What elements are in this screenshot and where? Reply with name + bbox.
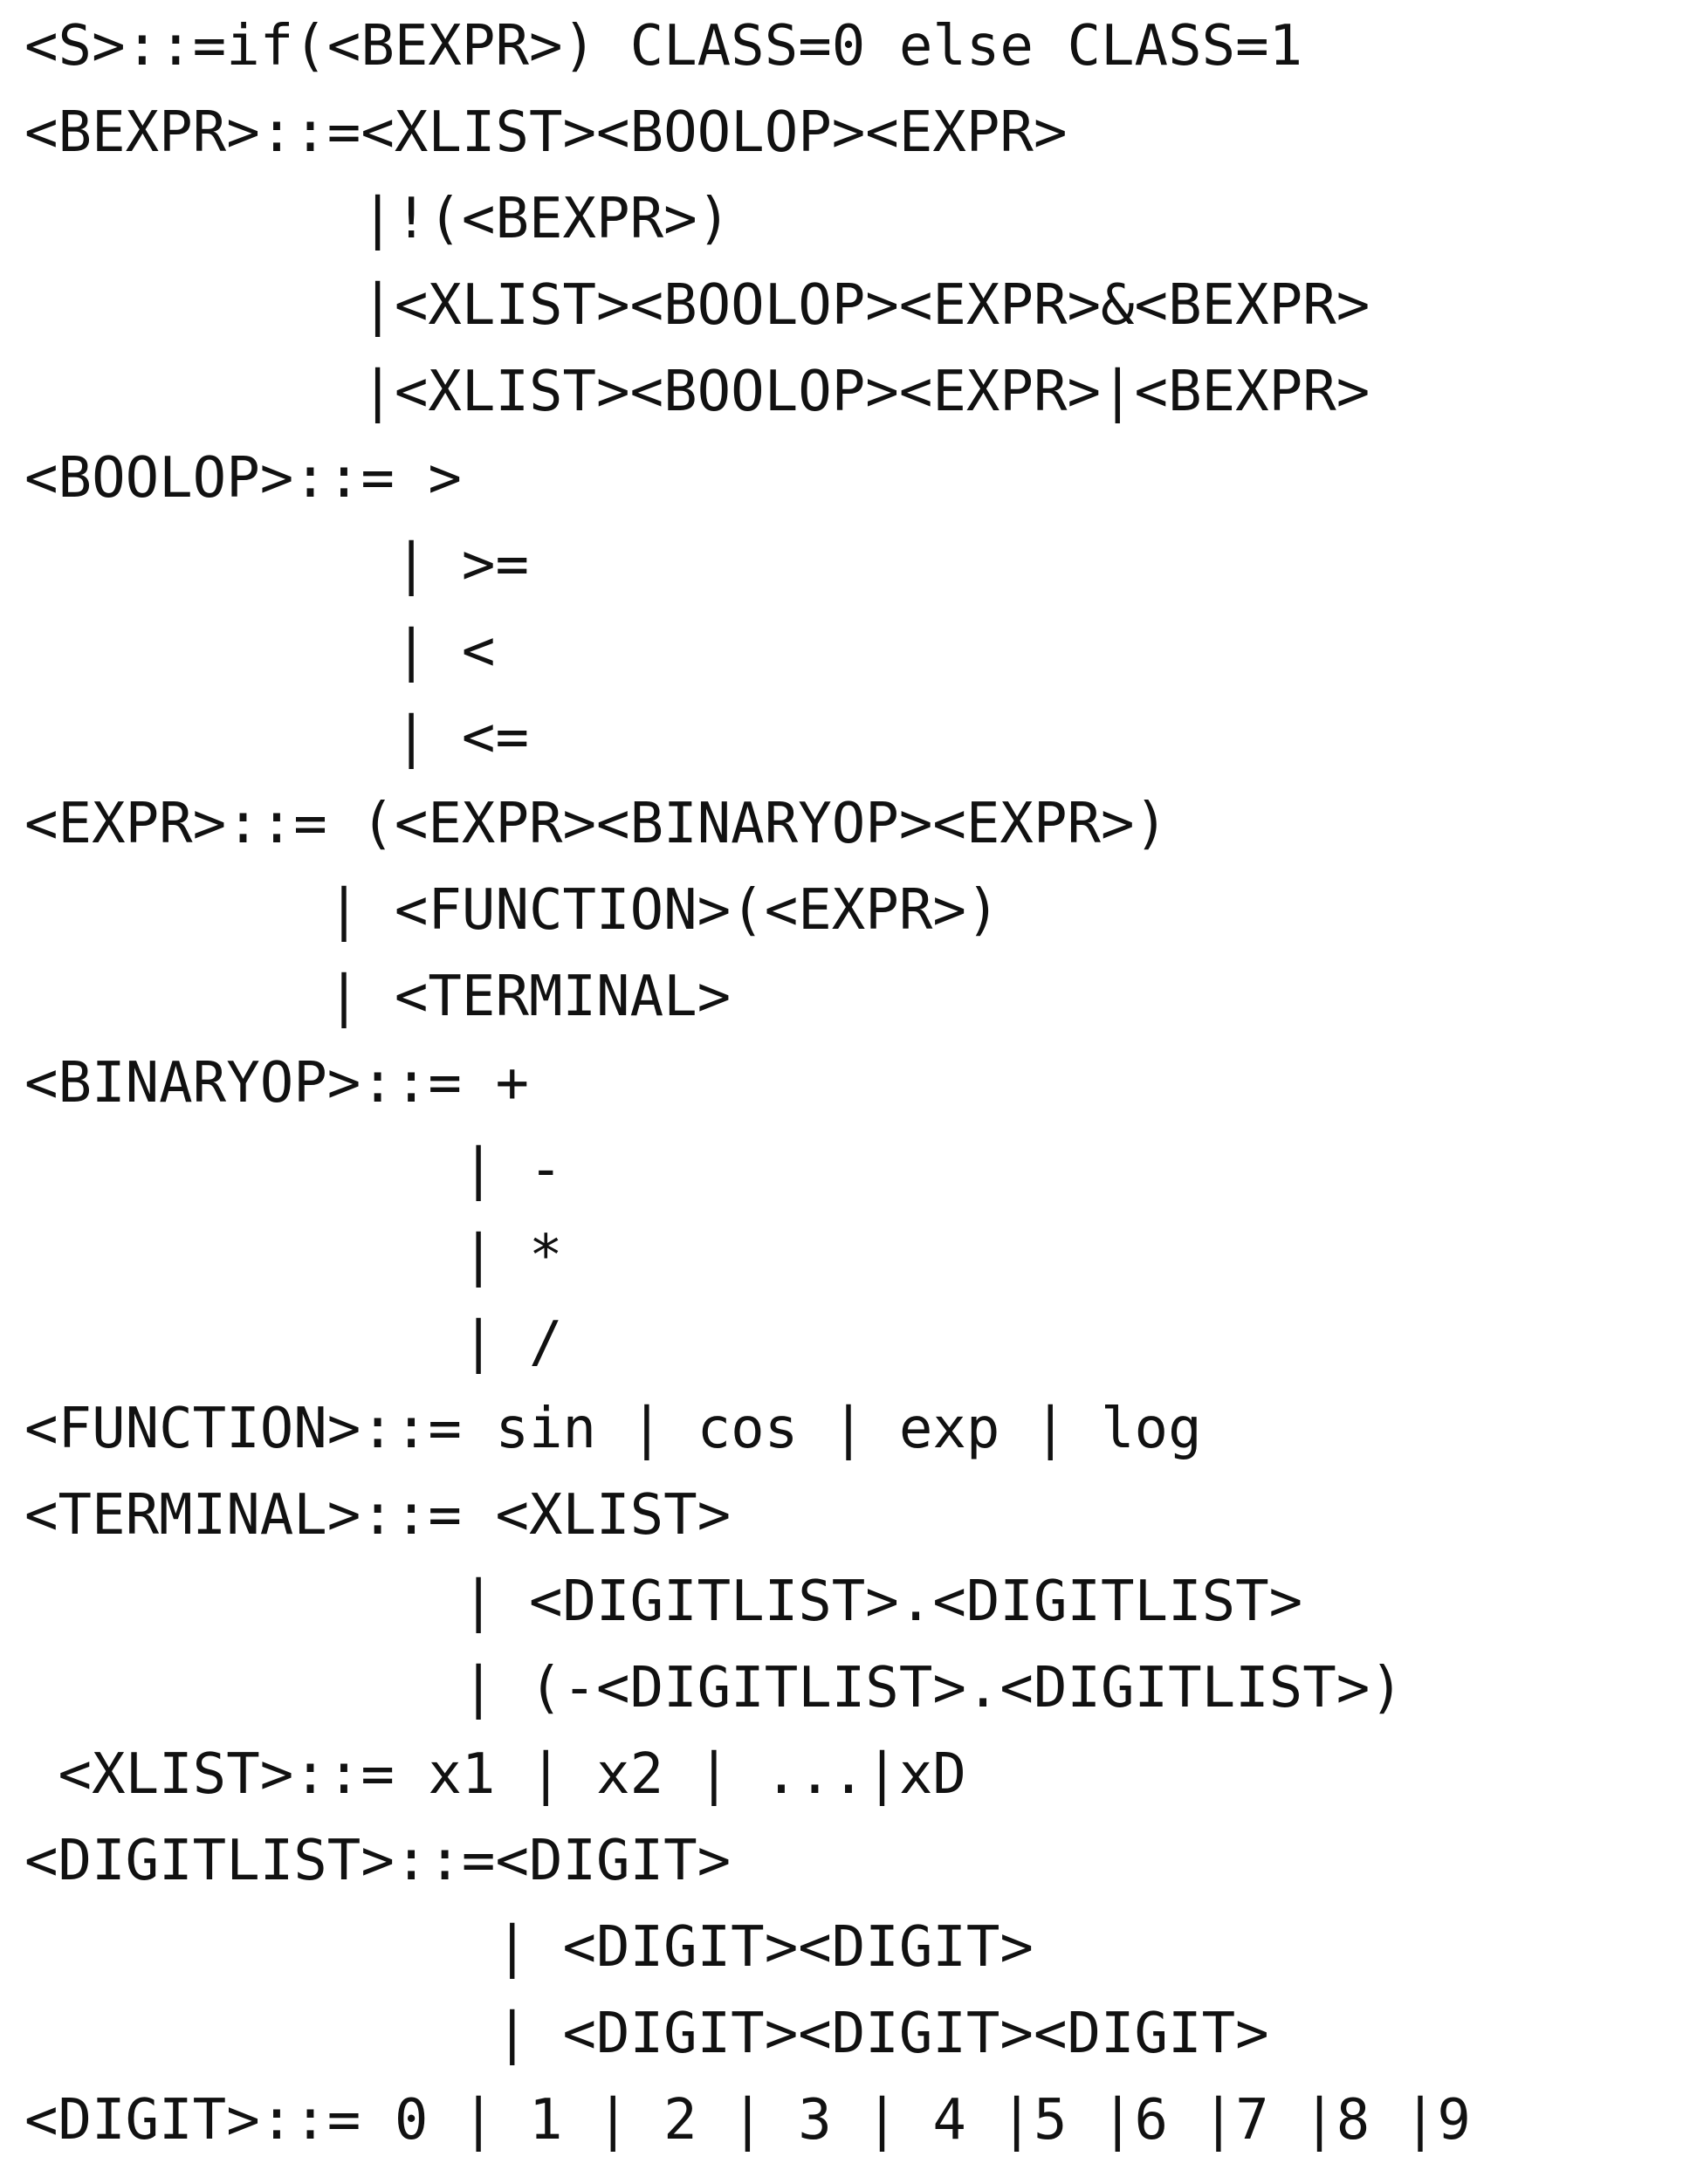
grammar-line-expr-alt-terminal: | <TERMINAL> [24, 965, 732, 1029]
grammar-line-bexpr-alt-or: |<XLIST><BOOLOP><EXPR>|<BEXPR> [24, 360, 1370, 424]
grammar-line-digit-rule: <DIGIT>::= 0 | 1 | 2 | 3 | 4 |5 |6 |7 |8… [24, 2088, 1471, 2153]
grammar-line-binaryop-alt-times: | * [24, 1224, 563, 1288]
grammar-line-expr-rule: <EXPR>::= (<EXPR><BINARYOP><EXPR>) [24, 792, 1169, 856]
grammar-line-expr-alt-function: | <FUNCTION>(<EXPR>) [24, 878, 1000, 943]
grammar-line-boolop-alt-lt: | < [24, 619, 496, 683]
grammar-line-boolop-alt-ge: | >= [24, 532, 529, 597]
grammar-line-boolop-alt-le: | <= [24, 705, 529, 770]
grammar-line-binaryop-alt-minus: | - [24, 1137, 563, 1202]
grammar-line-bexpr-rule: <BEXPR>::=<XLIST><BOOLOP><EXPR> [24, 100, 1068, 165]
grammar-line-bexpr-alt-and: |<XLIST><BOOLOP><EXPR>&<BEXPR> [24, 273, 1370, 338]
grammar-line-function-rule: <FUNCTION>::= sin | cos | exp | log [24, 1397, 1202, 1461]
grammar-line-binaryop-alt-divide: | / [24, 1310, 563, 1375]
grammar-line-xlist-rule: <XLIST>::= x1 | x2 | ...|xD [24, 1742, 966, 1807]
grammar-line-bexpr-alt-not: |!(<BEXPR>) [24, 187, 732, 251]
grammar-line-digitlist-alt-three: | <DIGIT><DIGIT><DIGIT> [24, 2002, 1269, 2066]
grammar-line-boolop-rule: <BOOLOP>::= > [24, 446, 462, 511]
grammar-line-digitlist-alt-two: | <DIGIT><DIGIT> [24, 1915, 1034, 1980]
grammar-line-terminal-alt-decimal: | <DIGITLIST>.<DIGITLIST> [24, 1569, 1303, 1634]
grammar-line-terminal-alt-negative: | (-<DIGITLIST>.<DIGITLIST>) [24, 1656, 1404, 1720]
grammar-line-binaryop-rule: <BINARYOP>::= + [24, 1051, 529, 1116]
grammar-line-digitlist-rule: <DIGITLIST>::=<DIGIT> [24, 1829, 732, 1893]
grammar-line-terminal-rule: <TERMINAL>::= <XLIST> [24, 1483, 732, 1548]
grammar-line-start-rule: <S>::=if(<BEXPR>) CLASS=0 else CLASS=1 [24, 14, 1303, 79]
